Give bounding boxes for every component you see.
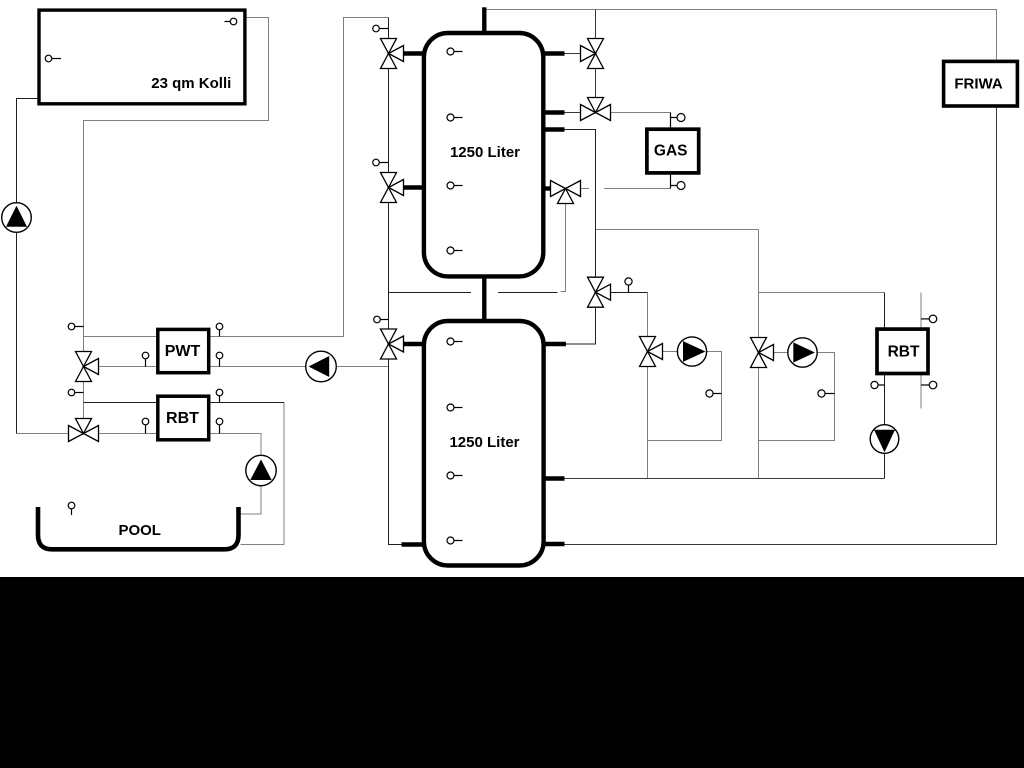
svg-text:23 qm Kolli: 23 qm Kolli xyxy=(151,75,231,92)
svg-text:1250 Liter: 1250 Liter xyxy=(450,144,520,161)
svg-text:PWT: PWT xyxy=(165,343,201,360)
svg-text:RBT: RBT xyxy=(166,410,199,427)
svg-text:FRIWA: FRIWA xyxy=(954,76,1002,93)
svg-text:GAS: GAS xyxy=(654,143,688,160)
svg-text:RBT: RBT xyxy=(888,344,920,361)
svg-text:1250 Liter: 1250 Liter xyxy=(449,434,519,451)
svg-text:POOL: POOL xyxy=(118,522,161,539)
